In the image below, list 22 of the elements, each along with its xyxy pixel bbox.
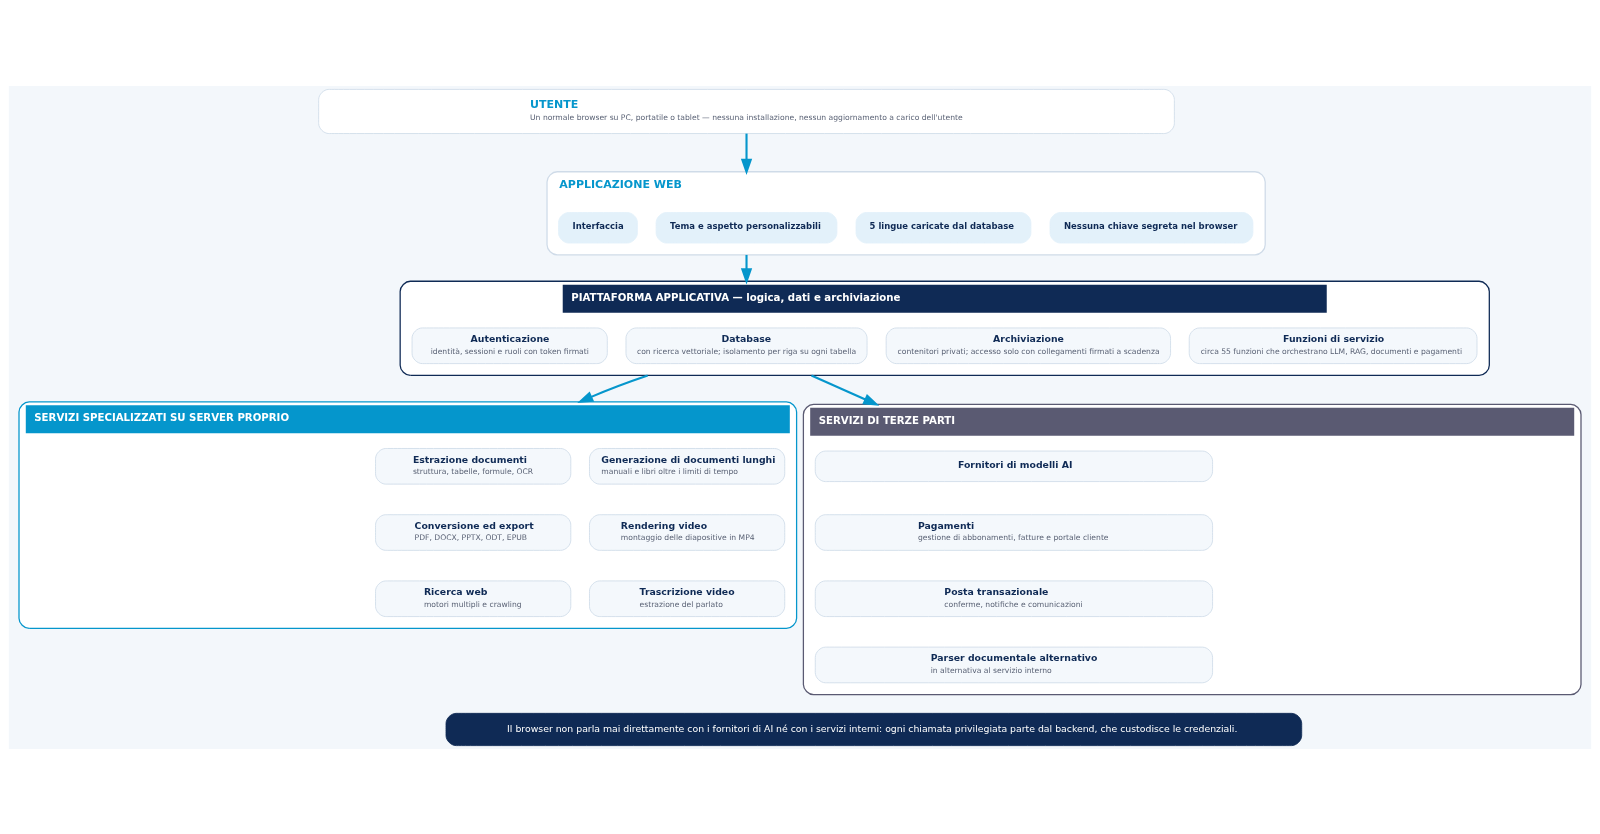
node-box: Estrazione documenti struttura, tabelle, formule, OCR [375, 447, 572, 485]
node-box: Il browser non parla mai direttamente con i fornitori di AI né con i servizi interni: ogni chiamata privilegiata parte dal backend, che custodisce le credenziali. [445, 712, 1303, 746]
node-box: Tema e aspetto personalizzabili [655, 211, 838, 243]
node-box: Database con ricerca vettoriale; isolamento per riga su ogni tabella [625, 327, 868, 364]
node-box: Fornitori di modelli AI [814, 450, 1213, 482]
node-box: Generazione di documenti lunghi manuali e libri oltre i limiti di tempo [589, 447, 786, 485]
node-box: Ricerca web motori multipli e crawling [375, 580, 572, 617]
node-box: 5 lingue caricate dal database [855, 211, 1032, 243]
arrow [740, 133, 753, 175]
node-box: Funzioni di servizio circa 55 funzioni che orchestrano LLM, RAG, documenti e pagamenti [1188, 327, 1478, 364]
node-box: Archiviazione contenitori privati; accesso solo con collegamenti firmati a scadenza [885, 327, 1171, 364]
node-box: Pagamenti gestione di abbonamenti, fatture e portale cliente [814, 513, 1213, 551]
node-box: Rendering video montaggio delle diapositive in MP4 [589, 513, 786, 551]
node-box: UTENTE Un normale browser su PC, portatile o tablet — nessuna installazione, nessun aggiornamento a carico dell'utente [318, 88, 1175, 134]
node-box: Autenticazione identità, sessioni e ruoli con token firmati [411, 327, 608, 364]
node-box: Nessuna chiave segreta nel browser [1049, 211, 1254, 243]
node-box: Interfaccia [558, 211, 638, 243]
node-box: Conversione ed export PDF, DOCX, PPTX, ODT, EPUB [375, 513, 572, 551]
node-box: Posta transazionale conferme, notifiche e comunicazioni [814, 580, 1213, 617]
node-box: Trascrizione video estrazione del parlato [589, 580, 786, 617]
node-box: Parser documentale alternativo in alternativa al servizio interno [814, 646, 1213, 683]
arrow [740, 254, 753, 284]
